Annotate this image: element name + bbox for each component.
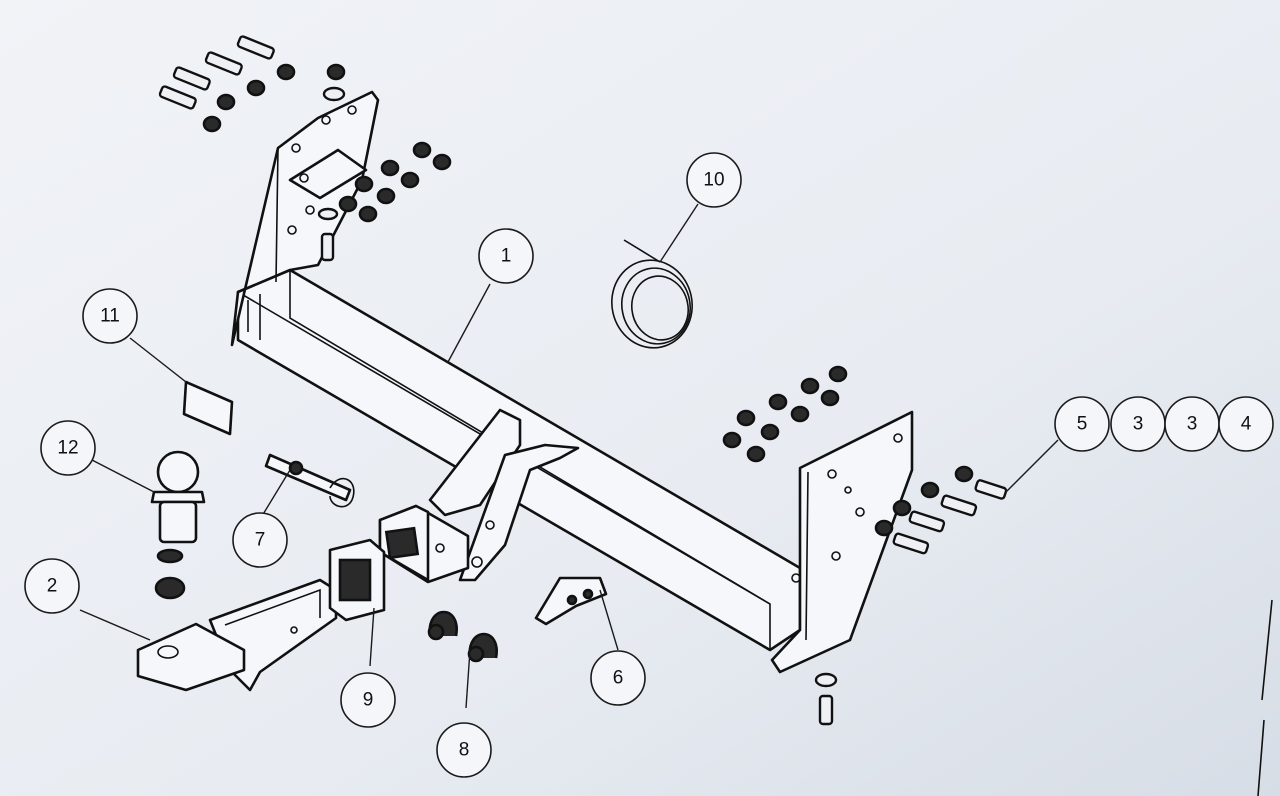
paper-edge <box>1257 599 1273 796</box>
svg-text:7: 7 <box>255 530 266 551</box>
svg-text:4: 4 <box>1241 414 1252 435</box>
crossbar-part-1 <box>230 90 914 674</box>
fasteners-top-left <box>158 35 346 262</box>
svg-text:9: 9 <box>363 690 374 711</box>
svg-text:8: 8 <box>459 740 470 761</box>
shackles-part-8 <box>427 610 498 663</box>
svg-text:5: 5 <box>1077 414 1088 435</box>
callout-10: 10 <box>686 152 742 208</box>
callout-6: 6 <box>590 650 646 706</box>
callout-7: 7 <box>232 512 288 568</box>
sleeve-part-9 <box>328 538 386 622</box>
nuts-right-centre <box>722 365 848 463</box>
nuts-top-centre <box>338 141 452 223</box>
svg-text:3: 3 <box>1187 414 1198 435</box>
callout-8: 8 <box>436 722 492 778</box>
leader-lines <box>79 203 1059 709</box>
fasteners-right <box>814 465 1008 726</box>
callout-5: 5 <box>1054 396 1110 452</box>
svg-text:10: 10 <box>703 170 724 191</box>
towball-part-12 <box>150 450 206 600</box>
wire-loom-part-10 <box>611 239 693 349</box>
svg-text:12: 12 <box>57 438 78 459</box>
svg-text:3: 3 <box>1133 414 1144 435</box>
callout-4: 4 <box>1218 396 1274 452</box>
callout-12: 12 <box>40 420 96 476</box>
svg-text:1: 1 <box>501 246 512 267</box>
callout-3b: 3 <box>1164 396 1220 452</box>
callout-11: 11 <box>82 288 138 344</box>
bracket-part-6 <box>534 576 608 626</box>
svg-text:11: 11 <box>100 306 120 327</box>
callout-9: 9 <box>340 672 396 728</box>
tongue-part-2 <box>136 578 338 692</box>
svg-text:6: 6 <box>613 668 624 689</box>
callout-2: 2 <box>24 558 80 614</box>
callout-1: 1 <box>478 228 534 284</box>
hitch-pin-part-7 <box>264 453 355 508</box>
svg-text:2: 2 <box>47 576 58 597</box>
label-part-11 <box>182 380 234 436</box>
callout-3a: 3 <box>1110 396 1166 452</box>
